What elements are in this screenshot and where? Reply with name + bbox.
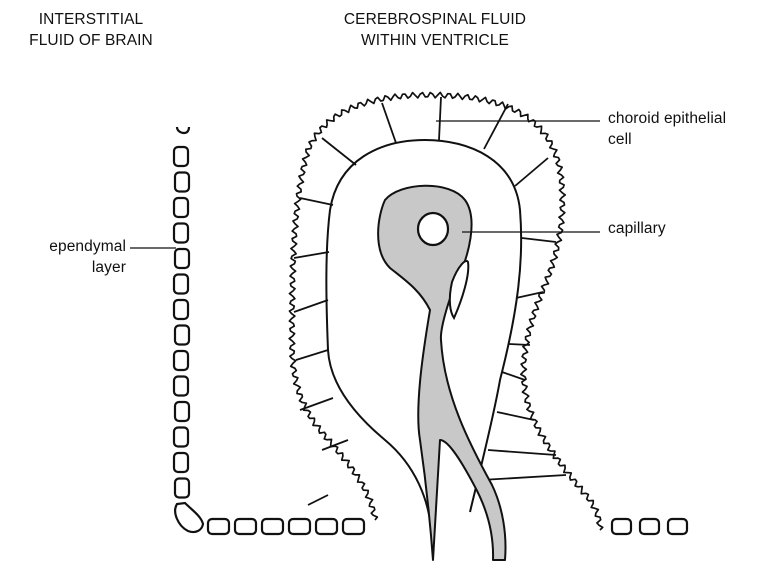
ependymal-cell (640, 519, 659, 534)
capillary (378, 186, 505, 560)
epithelial-cell-wall (294, 252, 329, 258)
epithelial-cell-wall (300, 398, 333, 410)
csf-heading: CEREBROSPINAL FLUID WITHIN VENTRICLE (296, 9, 574, 51)
ependymal-cell (235, 519, 256, 534)
epithelial-cell-wall (481, 475, 566, 480)
epithelial-cell-wall (522, 238, 556, 242)
csf-heading-line1: CEREBROSPINAL FLUID (296, 9, 574, 30)
ependymal-cell (175, 326, 189, 345)
ependymal-cell (174, 224, 188, 243)
epithelial-cell-wall (308, 495, 328, 505)
ependymal-cell (262, 519, 283, 534)
ependymal-cell (612, 519, 631, 534)
epithelial-cell-wall (322, 440, 348, 450)
ependymal-cell (316, 519, 337, 534)
choroid-epithelial-cell-label: choroid epithelial cell (608, 108, 726, 150)
ependymal-cell (174, 300, 188, 319)
ependymal-cell (208, 519, 229, 534)
ependymal-cell (174, 198, 188, 217)
ependymal-cell (174, 377, 188, 396)
ependymal-label-line2: layer (8, 257, 126, 278)
ependymal-cell (174, 275, 188, 294)
epithelial-cell-wall (322, 138, 356, 165)
choroid-label-line1: choroid epithelial (608, 108, 726, 129)
epithelial-cell-wall (484, 104, 508, 149)
epithelial-cell-wall (294, 300, 328, 312)
interstitial-heading-line2: FLUID OF BRAIN (0, 30, 182, 51)
csf-heading-line2: WITHIN VENTRICLE (296, 30, 574, 51)
ependymal-cell (175, 503, 203, 532)
epithelial-cell-wall (382, 103, 396, 143)
epithelial-cell-wall (488, 450, 556, 455)
ependymal-cell (175, 479, 189, 498)
ependymal-cell (175, 402, 189, 421)
ependymal-layer-label: ependymal layer (8, 236, 126, 278)
choroid-label-line2: cell (608, 129, 726, 150)
ependymal-cell (289, 519, 310, 534)
ependymal-label-line1: ependymal (8, 236, 126, 257)
ependymal-cell (174, 453, 188, 472)
ependymal-cell (175, 249, 189, 268)
capillary-label: capillary (608, 218, 666, 239)
ependymal-cell (343, 519, 364, 534)
epithelial-cell-wall (296, 350, 328, 360)
interstitial-heading-line1: INTERSTITIAL (0, 9, 182, 30)
ependymal-cell (177, 127, 189, 133)
leader-lines (130, 121, 600, 248)
choroid-epithelium (289, 92, 602, 538)
epithelial-cell-wall (509, 344, 530, 345)
ependymal-cell (174, 428, 188, 447)
ependymal-cell (175, 173, 189, 192)
ependymal-cell (174, 351, 188, 370)
epithelial-cell-wall (515, 158, 548, 186)
epithelial-cell-wall (497, 412, 534, 420)
epithelial-cell-wall (439, 97, 441, 140)
ependymal-cell (174, 147, 188, 166)
epithelial-cell-wall (300, 198, 333, 205)
ependymal-cell (668, 519, 687, 534)
interstitial-fluid-heading: INTERSTITIAL FLUID OF BRAIN (0, 9, 182, 51)
capillary-lumen (418, 213, 448, 245)
